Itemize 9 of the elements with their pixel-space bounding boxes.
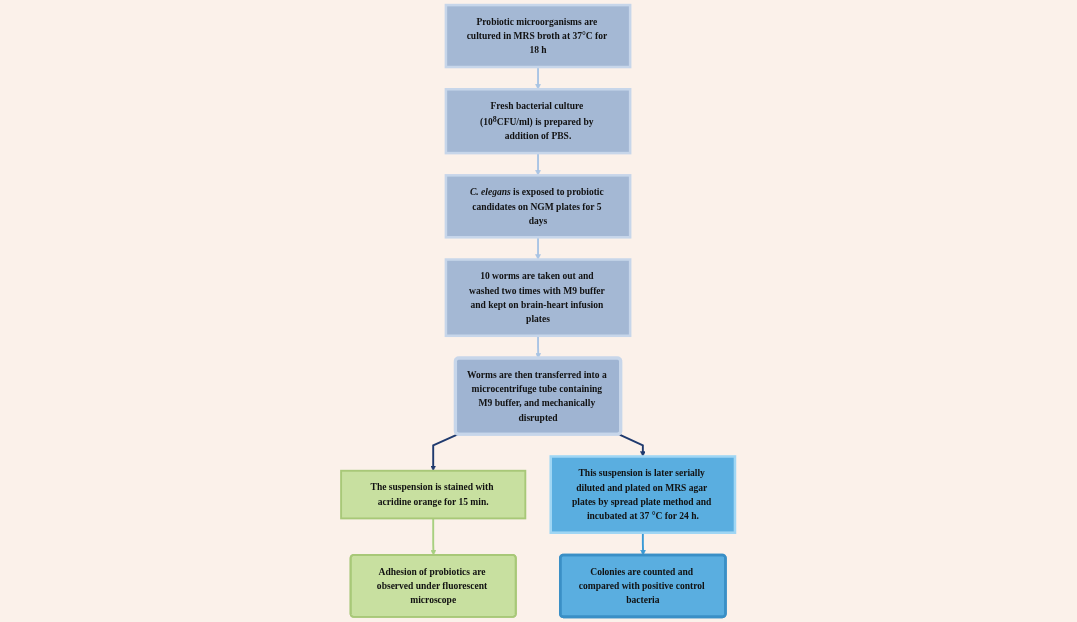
node-box: The suspension is stained with acridine orange for 15 min. (340, 469, 527, 520)
node-box: This suspension is later serially diluted and plated on MRS agar plates by spread plate method and incubated at 37 °C for 24 h. (549, 455, 737, 534)
node-box: C. elegans is exposed to probiotic candidates on NGM plates for 5 days (445, 174, 632, 239)
arrow (430, 433, 460, 472)
node-box: 10 worms are taken out and washed two times with M9 buffer and kept on brain-heart infusion plates (445, 258, 632, 338)
node-box: Fresh bacterial culture (10$^{8}$CFU/ml) is prepared by addition of PBS. (445, 88, 632, 155)
arrow (618, 433, 647, 457)
arrow (431, 517, 437, 556)
node-box: Probiotic microorganisms are cultured in MRS broth at 37°C for 18 h (445, 3, 632, 69)
